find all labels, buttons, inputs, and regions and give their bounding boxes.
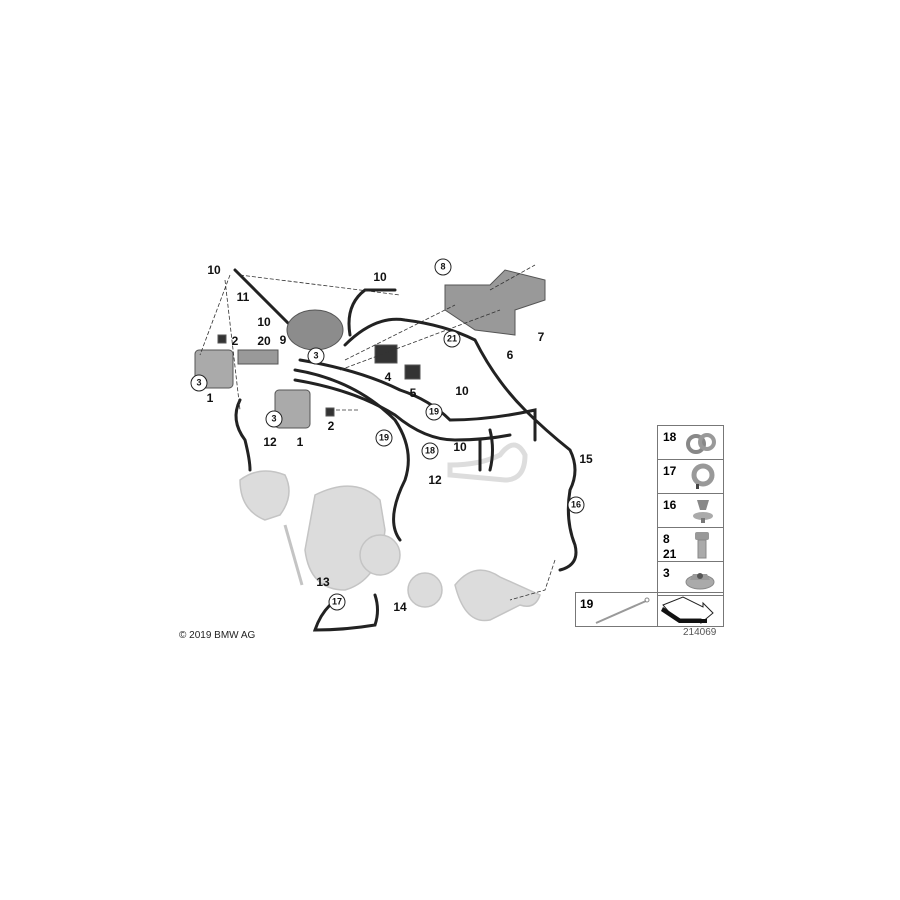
callout-label: 6 xyxy=(506,348,514,362)
circled-callout: 3 xyxy=(265,410,283,428)
diagram-reference-number: 214069 xyxy=(683,627,717,638)
turbocharger-ghost xyxy=(239,442,541,622)
hex-bolt-icon xyxy=(695,532,709,559)
actuator-right xyxy=(274,389,311,429)
valve-5 xyxy=(404,364,421,380)
hose-clamp-icon xyxy=(691,463,715,489)
callout-label: 11 xyxy=(236,290,250,304)
circled-callout: 3 xyxy=(307,347,325,365)
callout-label: 2 xyxy=(231,334,239,348)
bracket-6-7 xyxy=(444,269,546,336)
hex-collar-nut-icon xyxy=(685,573,715,590)
callout-label: 10 xyxy=(453,440,467,454)
legend-divider xyxy=(657,593,658,626)
callout-label: 12 xyxy=(428,473,442,487)
callout-label: 2 xyxy=(327,419,335,433)
vacuum-reservoir xyxy=(286,309,344,351)
callout-label: 9 xyxy=(279,333,287,347)
hoses xyxy=(233,268,578,632)
sensor-2b xyxy=(325,407,335,417)
legend-item-17: 17 xyxy=(658,460,723,494)
circled-callout: 19 xyxy=(375,429,393,447)
callout-label: 10 xyxy=(455,384,469,398)
legend-number: 3 xyxy=(663,566,670,580)
clip-fastener-icon xyxy=(693,500,713,523)
legend-item-8-21: 8 21 xyxy=(658,528,723,562)
direction-arrow-icon xyxy=(661,596,714,625)
legend-number: 8 xyxy=(663,532,670,546)
callout-label: 1 xyxy=(206,391,214,405)
circled-callout: 17 xyxy=(328,593,346,611)
callout-label: 5 xyxy=(409,386,417,400)
callout-label: 12 xyxy=(263,435,277,449)
callout-label: 15 xyxy=(579,452,593,466)
sensor-2a xyxy=(217,334,227,344)
circled-callout: 19 xyxy=(425,403,443,421)
callout-label: 7 xyxy=(537,330,545,344)
callout-label: 1 xyxy=(296,435,304,449)
callout-label: 4 xyxy=(384,370,392,384)
parts xyxy=(194,269,546,429)
fastener-legend: 18 17 16 8 21 3 xyxy=(657,425,724,596)
circled-callout: 3 xyxy=(190,374,208,392)
circled-callout: 21 xyxy=(443,330,461,348)
legend-item-19: 19 xyxy=(575,592,724,627)
circled-callout: 16 xyxy=(567,496,585,514)
legend-number: 19 xyxy=(580,597,594,611)
circled-callout: 8 xyxy=(434,258,452,276)
callout-label: 13 xyxy=(316,575,330,589)
legend-item-16: 16 xyxy=(658,494,723,528)
callout-label: 10 xyxy=(207,263,221,277)
legend-number: 16 xyxy=(663,498,677,512)
callout-label: 10 xyxy=(257,315,271,329)
legend-item-18: 18 xyxy=(658,426,723,460)
circled-callout: 18 xyxy=(421,442,439,460)
valve-4 xyxy=(374,344,398,364)
callout-label: 10 xyxy=(373,270,387,284)
double-hose-clip-icon xyxy=(686,433,716,454)
callout-label: 20 xyxy=(257,334,271,348)
copyright-notice: © 2019 BMW AG xyxy=(179,630,256,641)
callout-label: 14 xyxy=(393,600,407,614)
legend-number: 21 xyxy=(663,547,677,561)
legend-item-3: 3 xyxy=(658,562,723,595)
leader-lines xyxy=(199,264,556,601)
bracket-20 xyxy=(237,349,279,365)
cable-tie-icon xyxy=(595,597,650,624)
legend-number: 17 xyxy=(663,464,677,478)
legend-number: 18 xyxy=(663,430,677,444)
